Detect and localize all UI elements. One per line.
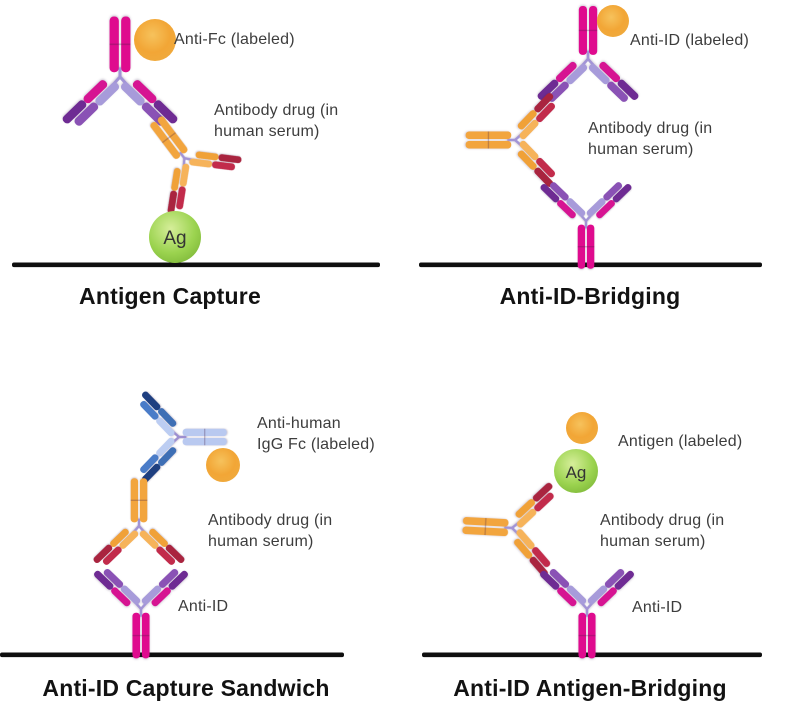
title-anti-id-bridging: Anti-ID-Bridging [499, 283, 681, 309]
antigen-sphere-antigen-bridging [554, 449, 598, 493]
anti-id-capture-antibody-bridging [539, 177, 633, 269]
label-dot-anti-id [597, 5, 629, 37]
label-antibody-drug-capture-sandwich: Antibody drug (in human serum) [208, 512, 333, 550]
title-anti-id-antigen-bridging: Anti-ID Antigen-Bridging [453, 675, 727, 701]
label-antigen-labeled: Antigen (labeled) [618, 433, 743, 450]
label-anti-fc-labeled: Anti-Fc (labeled) [174, 31, 295, 48]
antigen-sphere-antigen-capture [149, 211, 201, 263]
label-antibody-drug-antigen-bridging: Antibody drug (in human serum) [600, 512, 725, 550]
label-anti-id-antigen-bridging: Anti-ID [632, 599, 683, 616]
label-anti-human-igg-fc: Anti-human IgG Fc (labeled) [257, 415, 375, 453]
antibody-drug-capture-sandwich [92, 478, 186, 570]
label-anti-id-labeled: Anti-ID (labeled) [630, 32, 750, 49]
surface-line-anti-id-capture-sandwich [0, 652, 344, 658]
label-dot-anti-fc [134, 19, 176, 61]
surface-line-antigen-capture [12, 262, 380, 268]
antibody-drug-antigen-bridging [460, 477, 560, 578]
anti-id-capture-antibody-sandwich [93, 564, 190, 659]
label-dot-antigen [566, 412, 598, 444]
title-anti-id-capture-sandwich: Anti-ID Capture Sandwich [42, 675, 330, 701]
antibody-drug-anti-id-bridging [466, 92, 561, 189]
ag-text-antigen-capture: Ag [163, 228, 186, 249]
label-dot-anti-human-igg [206, 448, 240, 482]
ag-text-antigen-bridging: Ag [566, 463, 587, 482]
label-anti-id-capture-sandwich: Anti-ID [178, 598, 229, 615]
label-antibody-drug-anti-id-bridging: Antibody drug (in human serum) [588, 120, 713, 158]
anti-id-capture-antibody-antigen-bridging [539, 564, 636, 659]
label-antibody-drug-antigen-capture: Antibody drug (in human serum) [214, 102, 339, 140]
title-antigen-capture: Antigen Capture [79, 283, 261, 309]
